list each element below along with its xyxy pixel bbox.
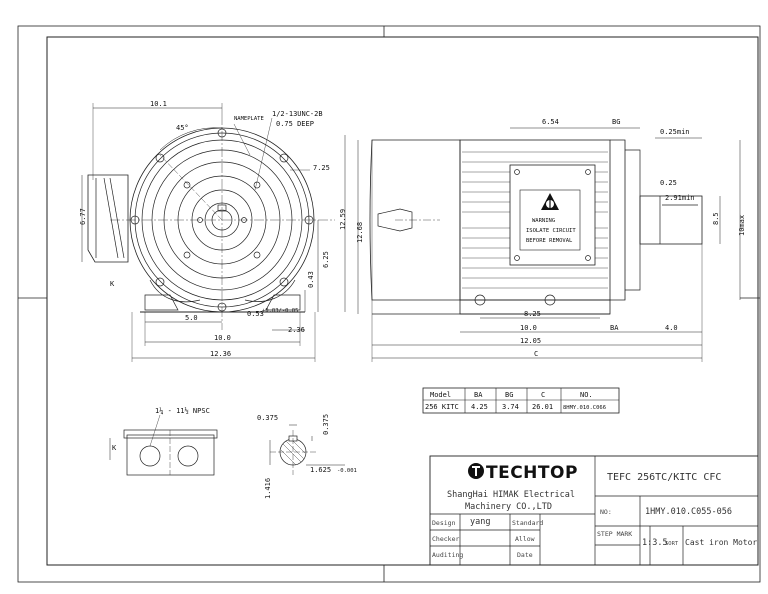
shaft-dia-tol: -0.001 (337, 468, 357, 474)
dim-half-width: 5.0 (185, 314, 198, 322)
table-header: BA (474, 391, 483, 399)
npsc-note: 1¼ - 11½ NPSC (155, 407, 210, 415)
allow-label: Allow (515, 535, 535, 543)
dim-overall-height: 12.59 (339, 209, 347, 230)
table-cell: 26.01 (532, 403, 553, 411)
dimension-table: Model BA BG C NO. 256 KITC 4.25 3.74 26.… (422, 387, 620, 414)
outer-border (17, 25, 761, 583)
front-view-labels: 10.1 45° NAMEPLATE 1/2-13UNC-2B 0.75 DEE… (79, 100, 347, 358)
terminal-k-label: K (112, 444, 117, 452)
table-header: Model (430, 391, 451, 399)
dim-foot-tol: +0.03/-0.05 (262, 308, 298, 314)
nameplate-label: NAMEPLATE (234, 116, 264, 122)
dim-foot-height: 0.43 (307, 271, 315, 288)
design-label: Design (432, 519, 456, 527)
table-header: NO. (580, 391, 593, 399)
side-dim-max-len: 10max (738, 215, 746, 236)
side-dim-overall-height: 12.68 (356, 222, 364, 243)
dim-overall-width: 12.36 (210, 350, 231, 358)
dim-radius: 7.25 (313, 164, 330, 172)
dim-left-height: 6.77 (79, 208, 87, 225)
side-view-labels: WARNING ISOLATE CIRCUIT BEFORE REMOVAL 1… (356, 118, 746, 358)
brand-name: TECHTOP (486, 463, 578, 483)
dim-foot-thick: 0.53 (247, 310, 264, 318)
side-dim-shaft-ext: 4.0 (665, 324, 678, 332)
company-line2: Machinery CO.,LTD (465, 502, 552, 512)
table-cell: 256 KITC (425, 403, 459, 411)
side-dim-overall-base: 12.05 (520, 337, 541, 345)
sort-label: SORT (665, 541, 679, 547)
angle-label: 45° (176, 124, 189, 132)
no-label: NO: (600, 508, 612, 516)
table-cell: 3.74 (502, 403, 519, 411)
dim-top-width: 10.1 (150, 100, 167, 108)
table-header: BG (505, 391, 513, 399)
shaft-height: 1.416 (264, 478, 272, 499)
dim-foot-edge: 2.36 (288, 326, 305, 334)
side-dim-box-width: 6.54 (542, 118, 559, 126)
standard-label: Standard (512, 519, 543, 527)
table-header: C (541, 391, 545, 399)
side-dim-foot-span: 10.0 (520, 324, 537, 332)
shaft-section-detail (269, 424, 345, 475)
date-label: Date (517, 551, 533, 559)
warning-logo-icon (541, 193, 559, 210)
terminal-box-detail (109, 414, 218, 476)
thread-depth: 0.75 DEEP (276, 120, 314, 128)
side-dim-foot-holes: 8.25 (524, 310, 541, 318)
sort-value: Cast iron Motor (685, 538, 757, 547)
table-cell: 8HMY.010.C066 (563, 405, 606, 411)
side-dim-ba: BA (610, 324, 619, 332)
auditing-label: Auditing (432, 551, 463, 559)
side-view (357, 127, 741, 362)
table-cell: 4.25 (471, 403, 488, 411)
side-dim-c: C (534, 350, 538, 358)
front-view (81, 103, 346, 362)
shaft-key-width: 0.375 (257, 414, 278, 422)
dim-foot-span: 10.0 (214, 334, 231, 342)
drawing-number: 1HMY.010.C055-056 (645, 507, 732, 517)
techtop-logo: TECHTOP (468, 463, 578, 483)
k-label: K (110, 280, 115, 288)
side-dim-shaft-dia: 8.5 (712, 212, 720, 225)
warning-title: WARNING (532, 218, 555, 224)
designer-name: yang (470, 517, 490, 527)
warning-line2: BEFORE REMOVAL (526, 238, 573, 244)
title-block (429, 455, 759, 566)
side-dim-shaft-shoulder: 0.25min (660, 128, 690, 136)
inner-border (46, 36, 759, 566)
company-line1: ShangHai HIMAK Electrical (447, 490, 575, 500)
thread-note: 1/2-13UNC-2B (272, 110, 323, 118)
side-dim-bg: BG (612, 118, 620, 126)
shaft-key-depth: 0.375 (322, 414, 330, 435)
warning-line1: ISOLATE CIRCUIT (526, 228, 576, 234)
scale-value: 1:3.5 (642, 538, 668, 548)
side-dim-shaft-step: 0.25 (660, 179, 677, 187)
side-dim-key-len: 2.91min (665, 194, 695, 202)
dim-center-height: 6.25 (322, 251, 330, 268)
drawing-title: TEFC 256TC/KITC CFC (607, 472, 721, 483)
checker-label: Checker (432, 535, 459, 543)
shaft-dia: 1.625 (310, 466, 331, 474)
step-mark-label: STEP MARK (597, 530, 632, 538)
